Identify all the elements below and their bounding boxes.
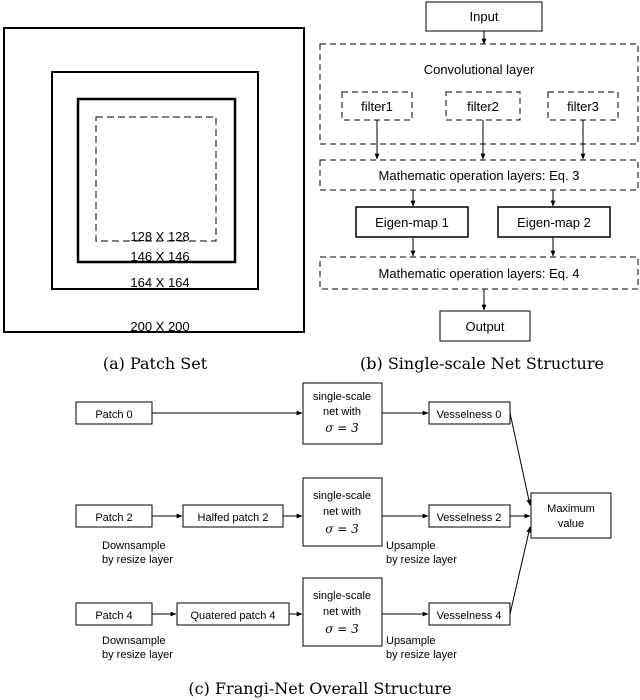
patch-146-box [76,97,237,264]
patch0-label: Patch 0 [95,409,132,421]
net2-line3: σ = 3 [325,522,359,536]
net2-line1: single-scale [313,490,371,502]
maximum-box [530,492,612,539]
patch2-label: Patch 2 [95,512,132,524]
filter2-box [445,91,521,121]
maximum-line2: value [558,518,584,530]
math-eq3-box [319,159,639,191]
label-164: 164 X 164 [130,275,189,290]
eigen-map2-label: Eigen-map 2 [517,215,591,230]
math-eq3-label: Mathematic operation layers: Eq. 3 [379,168,580,183]
arrow-vess4-max [509,526,532,615]
conv-layer-label: Convolutional layer [424,62,535,77]
net0-line2: net with [323,406,361,418]
vess4-label: Vesselness 4 [437,610,502,622]
label-128: 128 X 128 [130,229,189,244]
caption-a: (a) Patch Set [103,354,208,373]
filter2-label: filter2 [467,99,499,114]
caption-c: (c) Frangi-Net Overall Structure [188,679,451,698]
downsample2-line2: by resize layer [102,554,173,566]
net4-line2: net with [323,606,361,618]
upsample4-line2: by resize layer [386,649,457,661]
panel-b-single-scale-net: Input Convolutional layer filter1 filter… [319,1,639,373]
eigen-map1-box [355,206,469,238]
arrow-vess0-max [509,412,532,506]
net0-line3: σ = 3 [325,421,359,435]
filter1-label: filter1 [361,99,393,114]
downsample4-line1: Downsample [102,635,166,647]
filter3-label: filter3 [567,99,599,114]
vess2-label: Vesselness 2 [437,512,502,524]
patch-164-box [51,71,259,290]
downsample2-line1: Downsample [102,540,166,552]
maximum-line1: Maximum [547,503,595,515]
upsample4-line1: Upsample [386,635,436,647]
output-label: Output [465,319,504,334]
quatered-label: Quatered patch 4 [190,610,275,622]
net4-line3: σ = 3 [325,622,359,636]
net2-box [302,477,383,547]
patch-128-box [95,116,217,242]
eigen-map1-label: Eigen-map 1 [375,215,449,230]
net0-line1: single-scale [313,391,371,403]
net4-line1: single-scale [313,590,371,602]
halfed-label: Halfed patch 2 [198,512,269,524]
vess0-label: Vesselness 0 [437,409,502,421]
downsample4-line2: by resize layer [102,649,173,661]
math-eq4-label: Mathematic operation layers: Eq. 4 [379,266,580,281]
label-200: 200 X 200 [130,319,189,334]
label-146: 146 X 146 [130,249,189,264]
math-eq4-box [319,256,639,290]
eigen-map2-box [497,206,611,238]
net0-box [302,382,383,445]
upsample2-line1: Upsample [386,540,436,552]
input-label: Input [470,9,499,24]
net2-line2: net with [323,506,361,518]
upsample2-line2: by resize layer [386,554,457,566]
input-box [425,1,543,32]
patch4-label: Patch 4 [95,610,132,622]
panel-c-frangi-net: Patch 0 single-scale net with σ = 3 Vess… [75,382,612,698]
caption-b: (b) Single-scale Net Structure [360,354,604,373]
panel-a-patch-set: 128 X 128 146 X 146 164 X 164 200 X 200 … [3,27,305,373]
patch-200-box [3,27,305,333]
net4-box [302,577,383,647]
conv-layer-box [319,43,639,145]
output-box [439,310,531,342]
